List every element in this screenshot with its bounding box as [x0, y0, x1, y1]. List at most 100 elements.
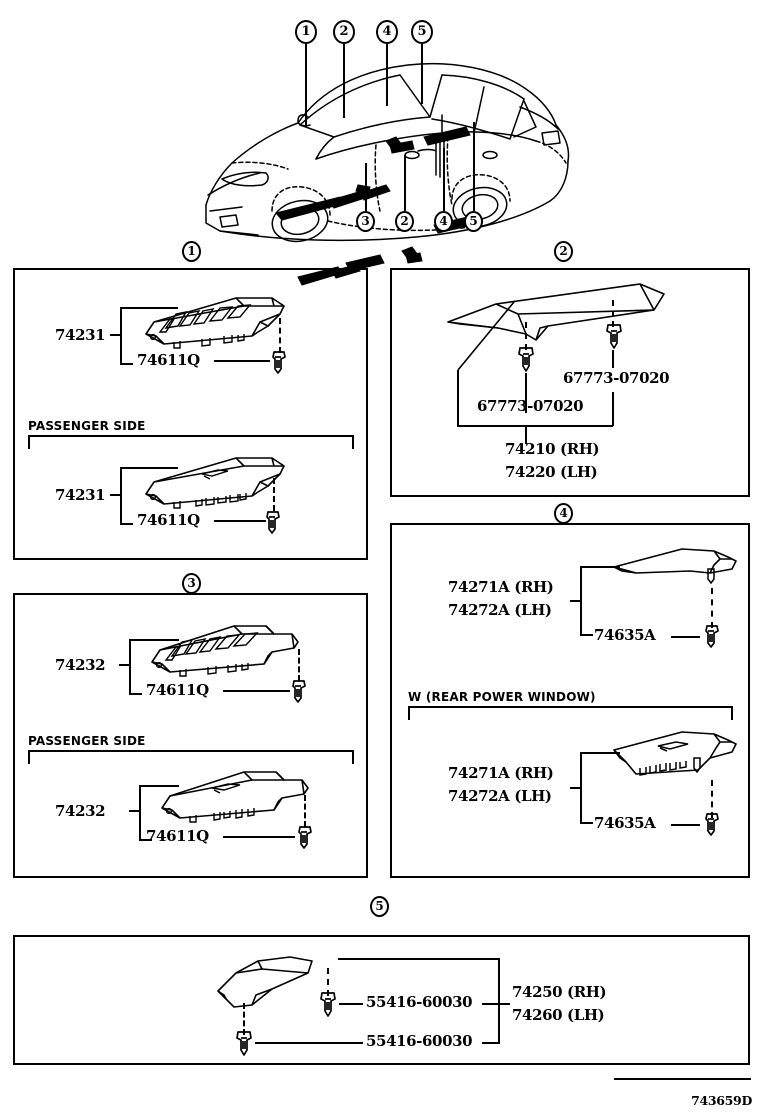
group-bracket-p1g2: [28, 435, 354, 449]
leader-clip-p3g2: [223, 836, 295, 838]
panel-tag-5[interactable]: 5: [370, 896, 389, 917]
panel-tag-2[interactable]: 2: [554, 241, 573, 262]
bracket-right-p2: [612, 392, 614, 426]
part-number-74250-rh: 74250 (RH): [512, 983, 607, 1001]
part-number-74220-lh: 74220 (LH): [505, 463, 598, 481]
part-art-rear-armrest-2: [610, 728, 740, 788]
dashline-clip-p2-left: [525, 322, 527, 350]
footer-rule: [614, 1078, 751, 1081]
callout-bottom-5[interactable]: 5: [464, 211, 483, 232]
bracket-bottom-p3g2: [139, 839, 152, 841]
bracket-top-p4g2: [580, 752, 620, 754]
part-number-74611Q-driver: 74611Q: [137, 351, 200, 369]
dashline-clip-p5-upper: [327, 968, 329, 996]
group-label-passenger-side-p1: PASSENGER SIDE: [28, 419, 146, 433]
clip-icon-p4g1: [699, 623, 725, 649]
dashline-clip-p4g1: [711, 588, 713, 628]
bracket-stub-p3g2: [129, 810, 140, 812]
clip-icon-p3g1: [286, 678, 312, 704]
panel-tag-4[interactable]: 4: [554, 503, 573, 524]
part-number-74611Q-rear-passenger: 74611Q: [146, 827, 209, 845]
bracket-right-p5: [498, 958, 500, 1043]
leader-vert-p2-left: [525, 373, 527, 413]
leader-clip-p4g1: [671, 636, 700, 638]
part-number-74611Q-passenger: 74611Q: [137, 511, 200, 529]
leader-down-p2: [525, 425, 527, 444]
bracket-bottom-p5: [482, 1042, 500, 1044]
part-number-74271A-rh-1: 74271A (RH): [448, 578, 554, 596]
bracket-vertical-p1g2: [120, 467, 122, 525]
bracket-bottom-p1g2: [120, 523, 133, 525]
part-number-74232-driver: 74232: [55, 656, 106, 674]
part-number-74272A-lh-2: 74272A (LH): [448, 787, 552, 805]
part-art-rear-switch-passenger: [156, 766, 316, 828]
part-number-74611Q-rear-driver: 74611Q: [146, 681, 209, 699]
part-art-switch-passenger-p1: [140, 452, 290, 514]
clip-icon-p5-lower: [231, 1029, 257, 1057]
vehicle-illustration: [180, 45, 580, 286]
bracket-left-p2: [457, 370, 459, 426]
part-number-74210-rh: 74210 (RH): [505, 440, 600, 458]
dashline-clip-p3g1: [298, 649, 300, 681]
group-bracket-p3g2: [28, 750, 354, 764]
bracket-bottom-p4g2: [580, 822, 593, 824]
bracket-vertical-p3g2: [139, 785, 141, 841]
callout-bottom-4[interactable]: 4: [434, 211, 453, 232]
leader-clip-p4g2: [671, 824, 700, 826]
bracket-vertical-p3g1: [129, 639, 131, 695]
bracket-top-p1g1: [120, 307, 178, 309]
leader-clip-p5-upper: [339, 1003, 363, 1005]
bracket-bottom-p2: [457, 425, 613, 427]
panel-tag-1[interactable]: 1: [182, 241, 201, 262]
bracket-stub-p5: [499, 1003, 510, 1005]
panel-tag-3[interactable]: 3: [182, 573, 201, 594]
bracket-top-p5: [338, 958, 500, 960]
bracket-stub-p4g2: [570, 787, 581, 789]
leader-clip-p5-lower: [255, 1042, 363, 1044]
clip-icon-p2-right: [601, 322, 627, 350]
callout-leader-top-5: [421, 44, 423, 104]
group-label-passenger-side-p3: PASSENGER SIDE: [28, 734, 146, 748]
callout-top-5[interactable]: 5: [411, 20, 433, 44]
callout-leader-bottom-5: [473, 122, 475, 211]
callout-bottom-2[interactable]: 2: [395, 211, 414, 232]
clip-icon-p3g2: [292, 824, 318, 850]
bracket-stub-p1g1: [110, 334, 121, 336]
callout-top-1[interactable]: 1: [295, 20, 317, 44]
part-number-74232-passenger: 74232: [55, 802, 106, 820]
bracket-stub-p3g1: [119, 664, 130, 666]
clip-icon-p4g2: [699, 811, 725, 837]
bracket-vertical-p1g1: [120, 307, 122, 365]
callout-leader-bottom-2: [404, 155, 406, 211]
panel-2: [390, 268, 750, 497]
bracket-stub-p4g1: [570, 600, 581, 602]
clip-icon-p5-upper: [315, 990, 341, 1018]
bracket-top-p4g1: [580, 566, 620, 568]
part-art-rear-armrest-1: [610, 545, 740, 590]
part-number-74635A-1: 74635A: [594, 626, 656, 644]
bracket-top-p3g2: [139, 785, 179, 787]
part-art-rear-switch-driver: [146, 620, 306, 682]
part-art-rear-door-trim: [212, 955, 347, 1015]
panel-4: [390, 523, 750, 878]
part-number-67773-right: 67773-07020: [563, 369, 670, 387]
bracket-diag-p2: [456, 300, 516, 372]
dashline-clip-p3g2: [304, 795, 306, 827]
bracket-stub-p1g2: [110, 494, 121, 496]
part-number-74635A-2: 74635A: [594, 814, 656, 832]
callout-top-4[interactable]: 4: [376, 20, 398, 44]
leader-vert-p2-right: [612, 350, 614, 368]
clip-icon-p2-left: [513, 345, 539, 373]
part-number-55416-lower: 55416-60030: [366, 1032, 473, 1050]
callout-top-2[interactable]: 2: [333, 20, 355, 44]
callout-bottom-3[interactable]: 3: [356, 211, 375, 232]
part-number-67773-left: 67773-07020: [477, 397, 584, 415]
panel-5: [13, 935, 750, 1065]
part-number-74231-passenger: 74231: [55, 486, 106, 504]
dashline-clip-p4g2: [711, 780, 713, 818]
part-number-74271A-rh-2: 74271A (RH): [448, 764, 554, 782]
part-number-74260-lh: 74260 (LH): [512, 1006, 605, 1024]
clip-icon-p1g1: [266, 349, 292, 375]
part-number-74231-driver: 74231: [55, 326, 106, 344]
